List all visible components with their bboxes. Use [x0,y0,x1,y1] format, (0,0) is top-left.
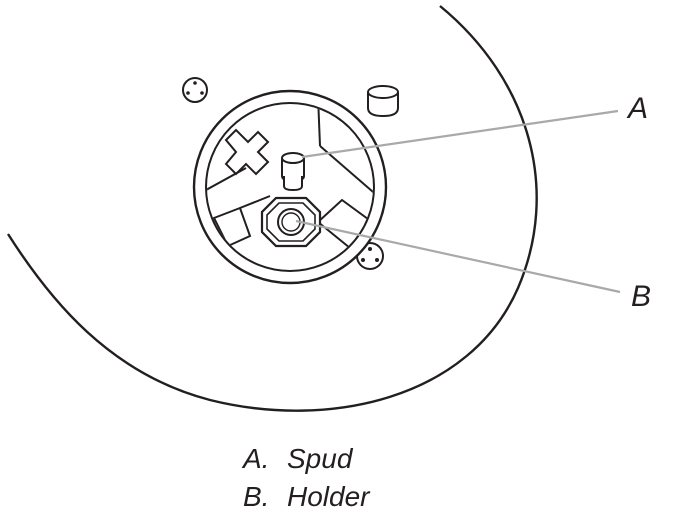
callout-letter-a: A [628,92,649,125]
legend-text: Spud [287,443,353,474]
legend: A. Spud B. Holder [243,440,369,516]
legend-key: B. [243,481,270,512]
screw-left [182,77,208,103]
leader-line-a [301,109,619,159]
screw-right [356,242,384,270]
legend-item-spud: A. Spud [243,440,369,478]
holder [260,196,322,248]
appliance-outline [6,5,538,412]
leader-line-b [295,219,621,294]
post-knob [367,85,399,118]
spud [281,152,305,192]
legend-text: Holder [287,481,370,512]
legend-item-holder: B. Holder [243,478,369,516]
callout-letter-b: B [631,280,652,313]
legend-key: A. [243,443,270,474]
